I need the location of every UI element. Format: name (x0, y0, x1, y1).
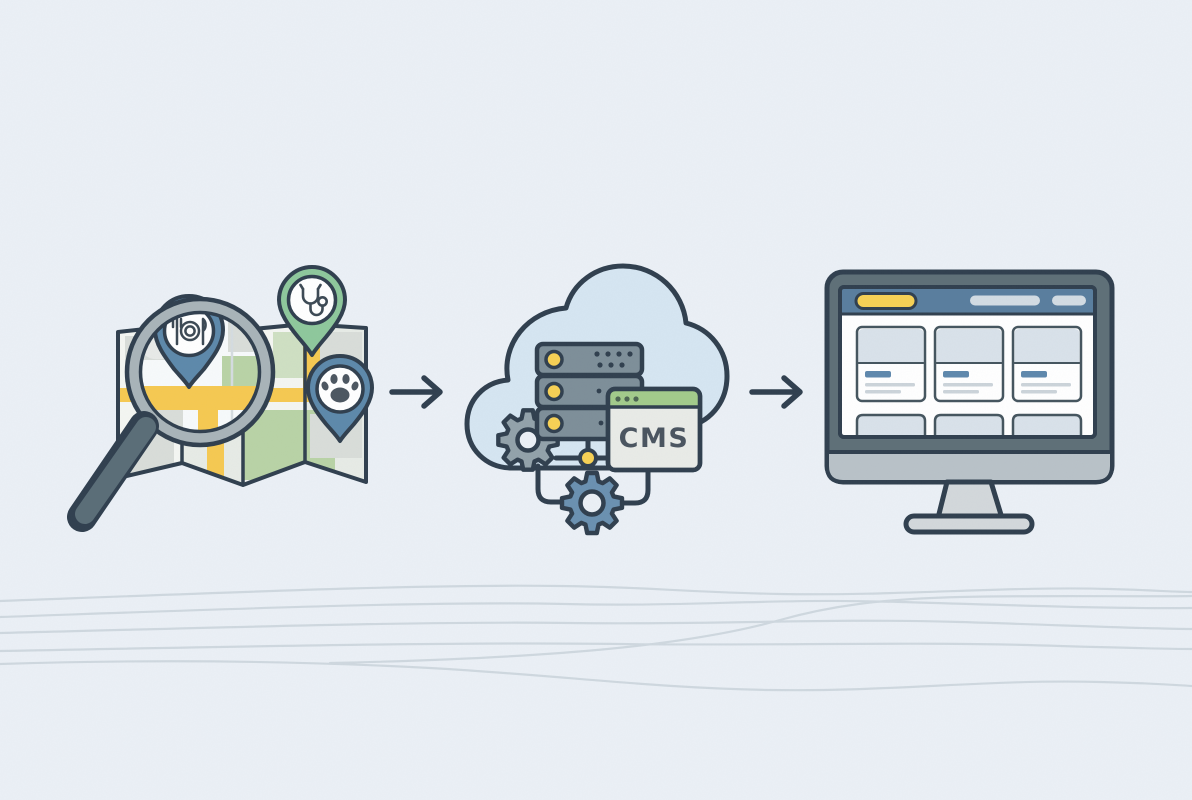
illustration-canvas: CMS (0, 0, 1192, 800)
grain-texture (0, 0, 1192, 800)
flow-illustration: CMS (0, 0, 1192, 800)
